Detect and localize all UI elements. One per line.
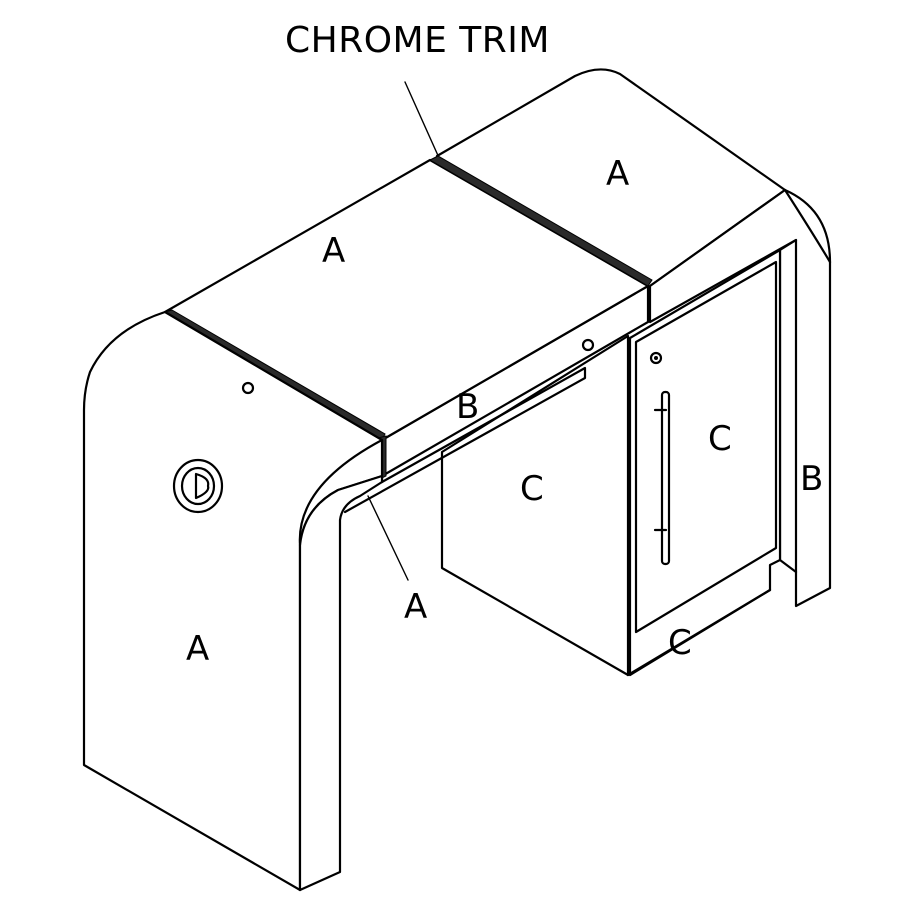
right-leg-bend (783, 188, 832, 264)
left-grommet-icon (241, 381, 255, 395)
lock-keyhole-icon (654, 356, 658, 360)
label-apron: B (456, 387, 479, 427)
front-trim-leader (367, 495, 409, 581)
label-door: C (708, 419, 732, 459)
apron-grommet-icon (581, 338, 595, 352)
cable-port-inner (180, 466, 216, 506)
label-top-mid: A (322, 231, 345, 271)
left-leg-side (298, 474, 384, 892)
chrome-trim-leader (404, 81, 441, 161)
cable-port-flap (194, 472, 210, 500)
door-outline (634, 260, 778, 634)
label-left-panel: C (520, 469, 544, 509)
label-left-leg: A (186, 629, 209, 669)
label-top-right: A (606, 154, 629, 194)
left-leg-bend (298, 438, 384, 547)
chrome-trim-right (428, 155, 653, 287)
door-handle (660, 390, 671, 566)
label-base: C (668, 623, 692, 663)
cabinet-base-edge (626, 588, 772, 677)
label-front-trim: A (404, 587, 427, 627)
lock-icon (649, 351, 663, 365)
title-chrome-trim: CHROME TRIM (285, 20, 550, 61)
label-right-leg: B (800, 459, 823, 499)
right-leg-inner (778, 238, 798, 574)
